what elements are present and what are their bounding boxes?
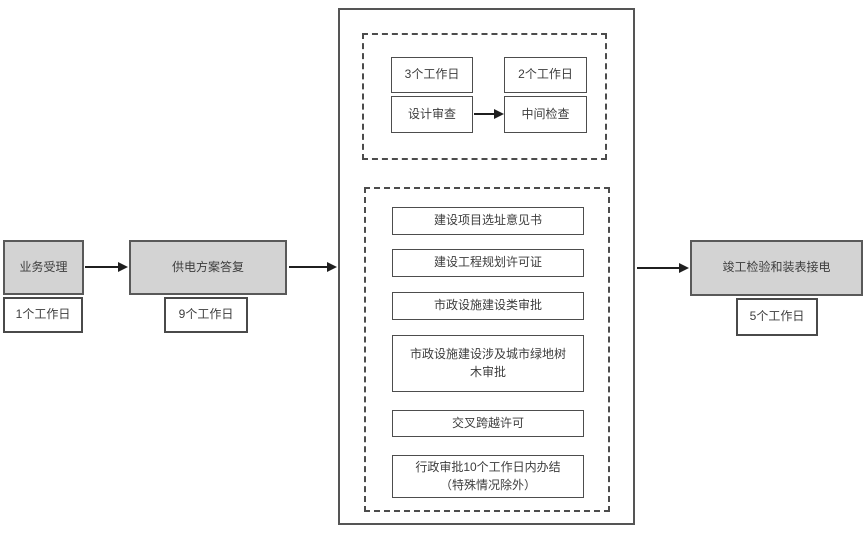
approval-item-administrative-time-limit: 行政审批10个工作日内办结 （特殊情况除外） (392, 455, 584, 498)
approval-item-crossing-permit: 交叉跨越许可 (392, 410, 584, 437)
approval-item-green-land-trees: 市政设施建设涉及城市绿地树 木审批 (392, 335, 584, 392)
approval-item-construction-planning-permit: 建设工程规划许可证 (392, 249, 584, 277)
node-business-acceptance: 业务受理 (3, 240, 84, 295)
arrow-reply-to-approval-stage (289, 261, 337, 272)
node-supply-plan-reply: 供电方案答复 (129, 240, 287, 295)
node-design-review: 设计审查 (391, 96, 473, 133)
approval-group-frame (364, 187, 610, 512)
duration-business-acceptance: 1个工作日 (3, 297, 83, 333)
review-group-frame (362, 33, 607, 160)
arrow-approval-stage-to-completion (637, 262, 689, 273)
approval-item-municipal-facility-construction: 市政设施建设类审批 (392, 292, 584, 320)
duration-supply-plan-reply: 9个工作日 (164, 297, 248, 333)
node-intermediate-check: 中间检查 (504, 96, 587, 133)
duration-intermediate-check: 2个工作日 (504, 57, 587, 93)
duration-completion-inspection-connection: 5个工作日 (736, 298, 818, 336)
approval-item-site-selection-opinion: 建设项目选址意见书 (392, 207, 584, 235)
arrow-acceptance-to-reply (85, 261, 128, 272)
arrow-design-review-to-intermediate-check (474, 108, 504, 119)
node-completion-inspection-connection: 竣工检验和装表接电 (690, 240, 863, 296)
duration-design-review: 3个工作日 (391, 57, 473, 93)
